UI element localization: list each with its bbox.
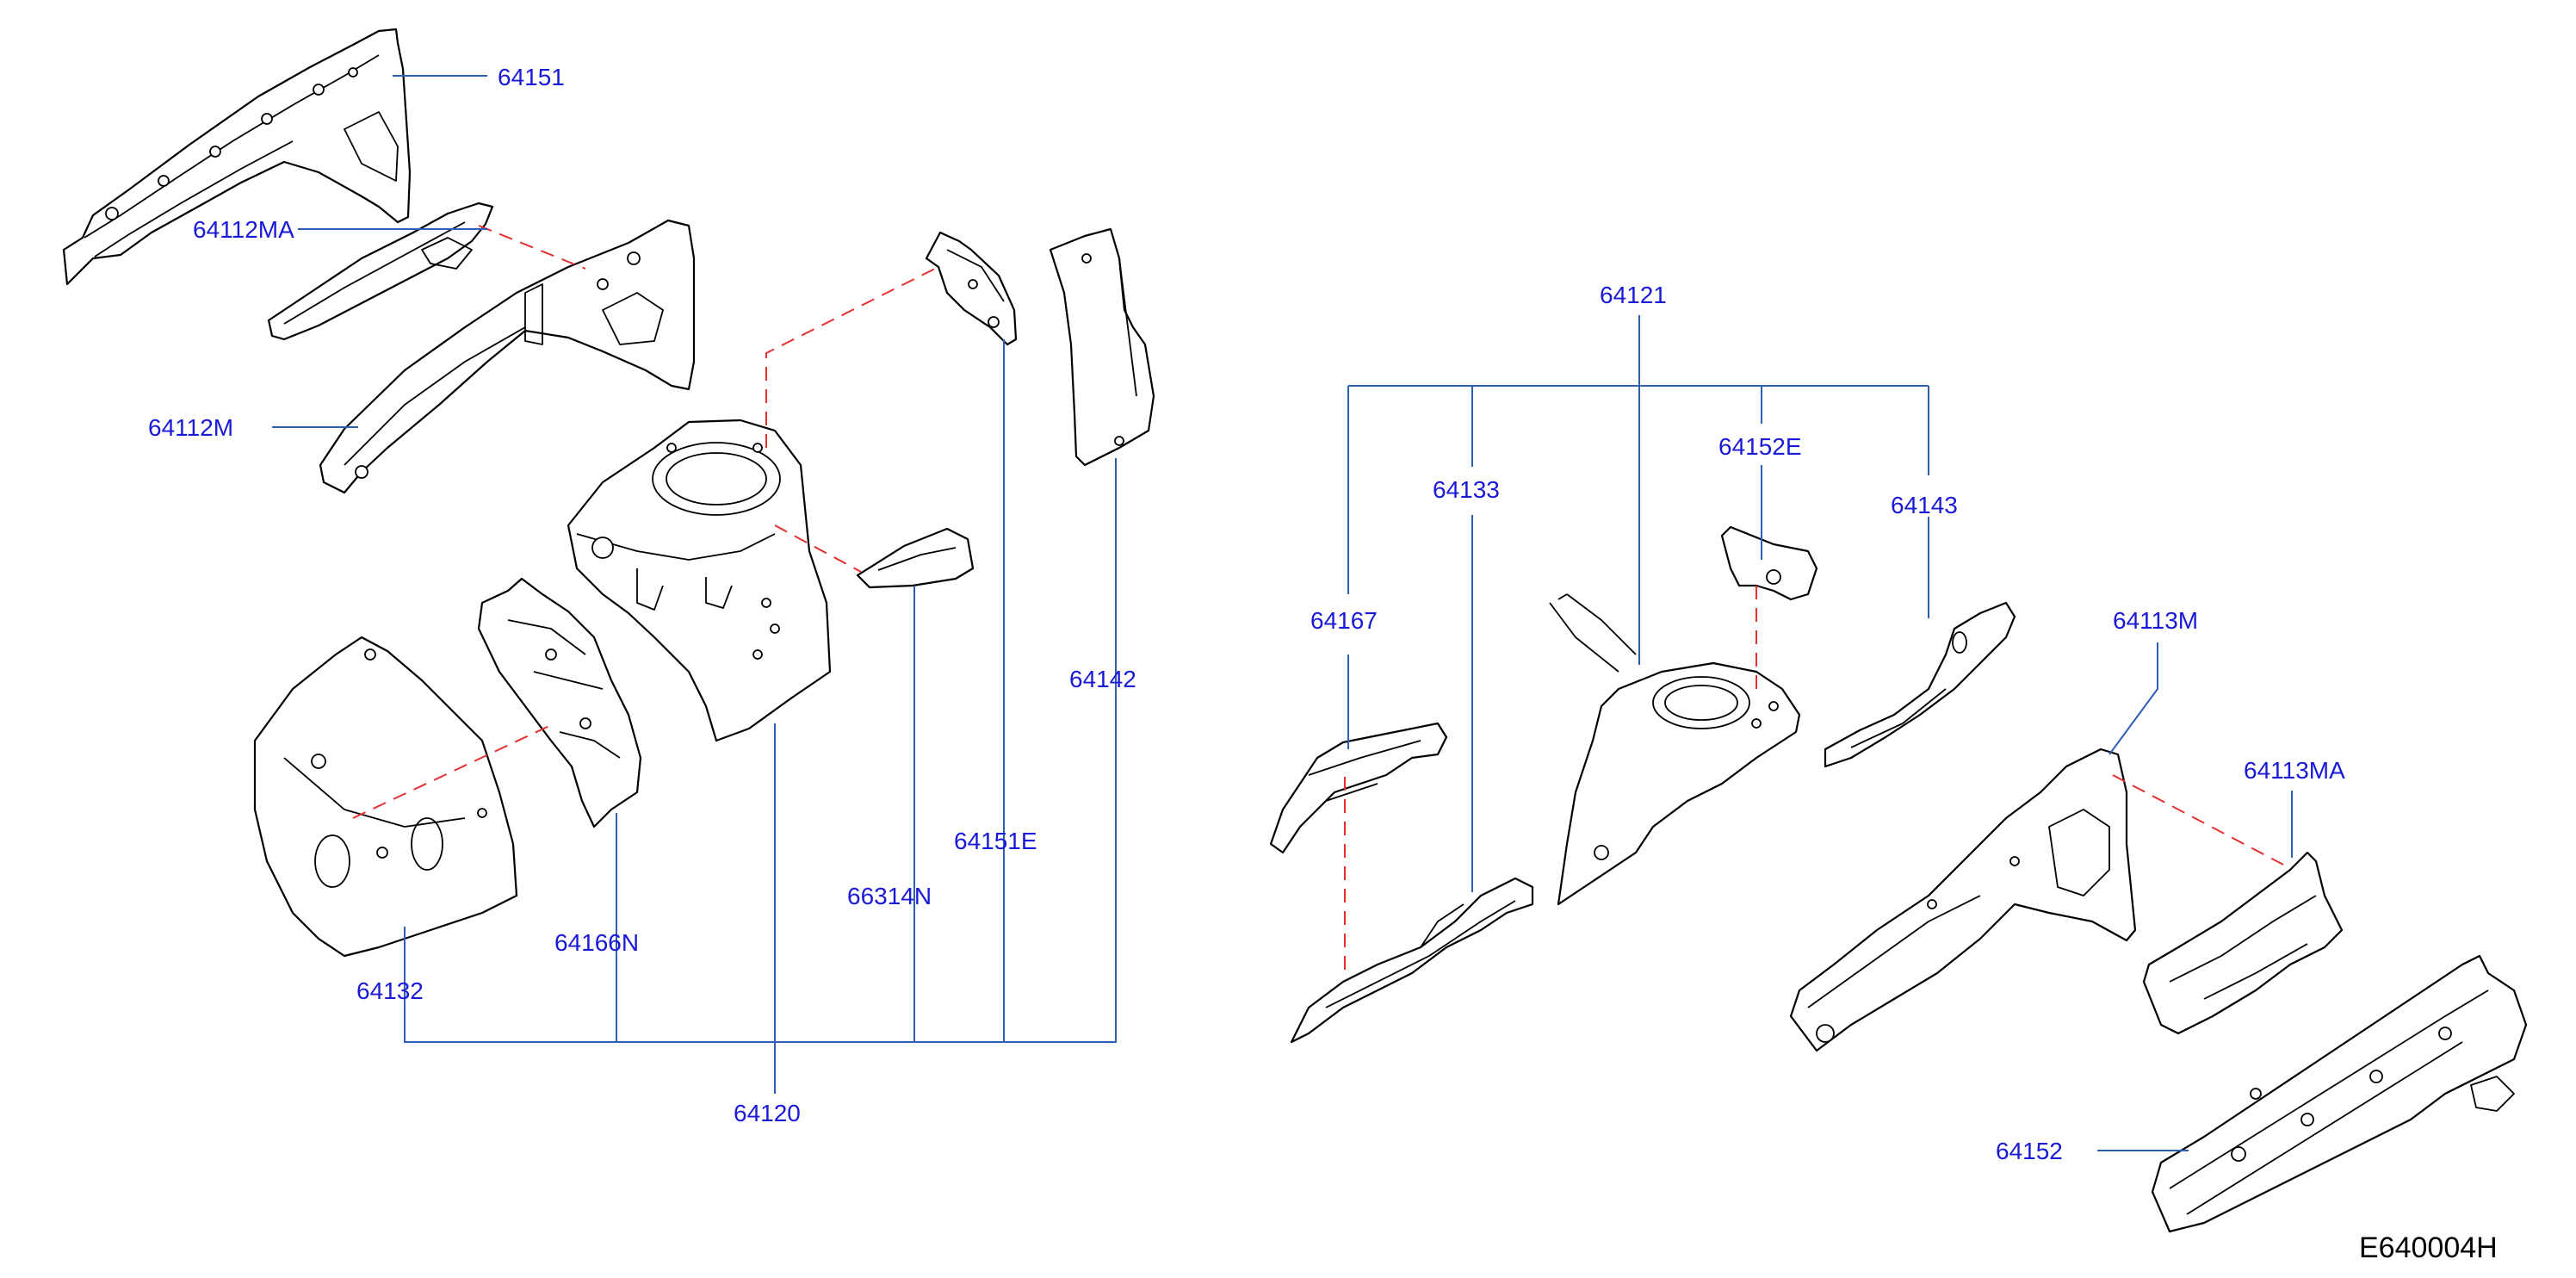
label-64166N: 64166N	[554, 929, 639, 956]
label-64112M: 64112M	[148, 414, 233, 441]
label-64113M: 64113M	[2113, 607, 2198, 634]
part-64151E-drawing	[925, 231, 1018, 346]
label-64142: 64142	[1069, 666, 1136, 692]
part-64152-drawing	[2151, 954, 2528, 1233]
label-64133: 64133	[1433, 476, 1500, 503]
part-64112M-drawing	[319, 219, 696, 494]
right-dashed-lines	[1344, 586, 2284, 977]
part-64113MA-drawing	[2142, 851, 2344, 1035]
label-64132: 64132	[356, 977, 424, 1004]
part-64121-drawing	[1549, 593, 1801, 906]
part-64167-drawing	[1269, 722, 1448, 854]
label-64151E: 64151E	[954, 828, 1037, 854]
part-64133-drawing	[1290, 877, 1534, 1044]
label-64152: 64152	[1996, 1138, 2063, 1164]
part-64113M-drawing	[1789, 748, 2137, 1052]
label-64112MA: 64112MA	[193, 216, 294, 243]
label-64151: 64151	[498, 64, 565, 90]
part-66314N-drawing	[856, 527, 975, 589]
part-64142-drawing	[1049, 227, 1155, 467]
part-64112MA-drawing	[267, 202, 494, 341]
part-64151-drawing	[62, 28, 412, 286]
right-leader-lines	[1347, 315, 2293, 1151]
diagram-id: E640004H	[2359, 1231, 2498, 1264]
left-leader-lines	[272, 75, 1117, 1094]
part-64152E-drawing	[1720, 525, 1818, 601]
left-dashed-lines	[352, 225, 939, 819]
part-64166N-drawing	[477, 577, 642, 828]
part-64143-drawing	[1824, 601, 2016, 768]
label-64167: 64167	[1310, 607, 1378, 634]
part-64120-drawing	[567, 419, 832, 742]
label-64121: 64121	[1600, 282, 1667, 308]
label-64152E: 64152E	[1718, 433, 1802, 460]
label-64143: 64143	[1891, 492, 1958, 518]
label-66314N: 66314N	[847, 883, 932, 909]
label-64120: 64120	[734, 1100, 801, 1126]
part-labels: 64151 64112MA 64112M 64132 64166N 64120 …	[148, 64, 2345, 1164]
part-64132-drawing	[253, 636, 518, 958]
label-64113MA: 64113MA	[2244, 757, 2345, 784]
